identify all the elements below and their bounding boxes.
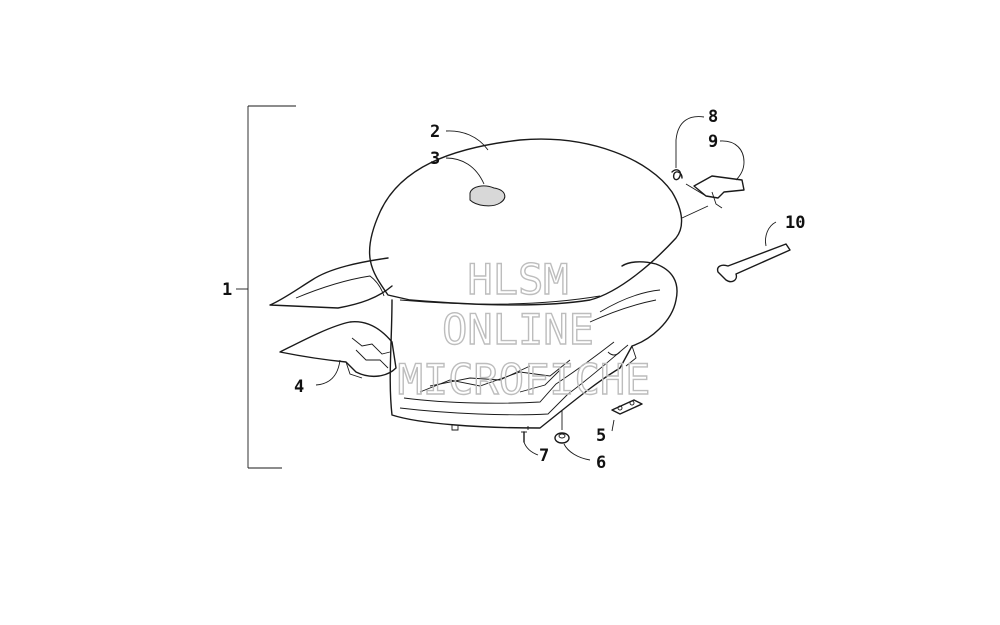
spring [671,169,683,181]
callout-2: 2 [430,122,440,142]
callout-5: 5 [596,426,606,446]
wrench [716,243,791,283]
bracket [611,399,643,415]
leader-lines [315,116,777,461]
side-panel [279,321,397,379]
seat-base [389,261,678,431]
callout-10: 10 [785,213,805,233]
seat-cover [269,138,683,309]
watermark-line-3: MICROFICHE [398,355,651,404]
callout-3: 3 [430,149,440,169]
latch [685,175,745,209]
pin [521,431,527,443]
callout-1: 1 [222,280,232,300]
callout-labels: 1 2 3 4 5 6 7 8 9 10 [222,107,805,473]
assembly-bracket [236,105,296,469]
callout-7: 7 [539,446,549,466]
watermark-line-1: HLSM [467,255,568,304]
callout-4: 4 [294,377,304,397]
callout-8: 8 [708,107,718,127]
watermark-line-2: ONLINE [442,305,594,354]
callout-6: 6 [596,453,606,473]
emblem [469,185,506,207]
callout-9: 9 [708,132,718,152]
grommet [554,432,570,444]
watermark: HLSM ONLINE MICROFICHE [397,254,651,404]
